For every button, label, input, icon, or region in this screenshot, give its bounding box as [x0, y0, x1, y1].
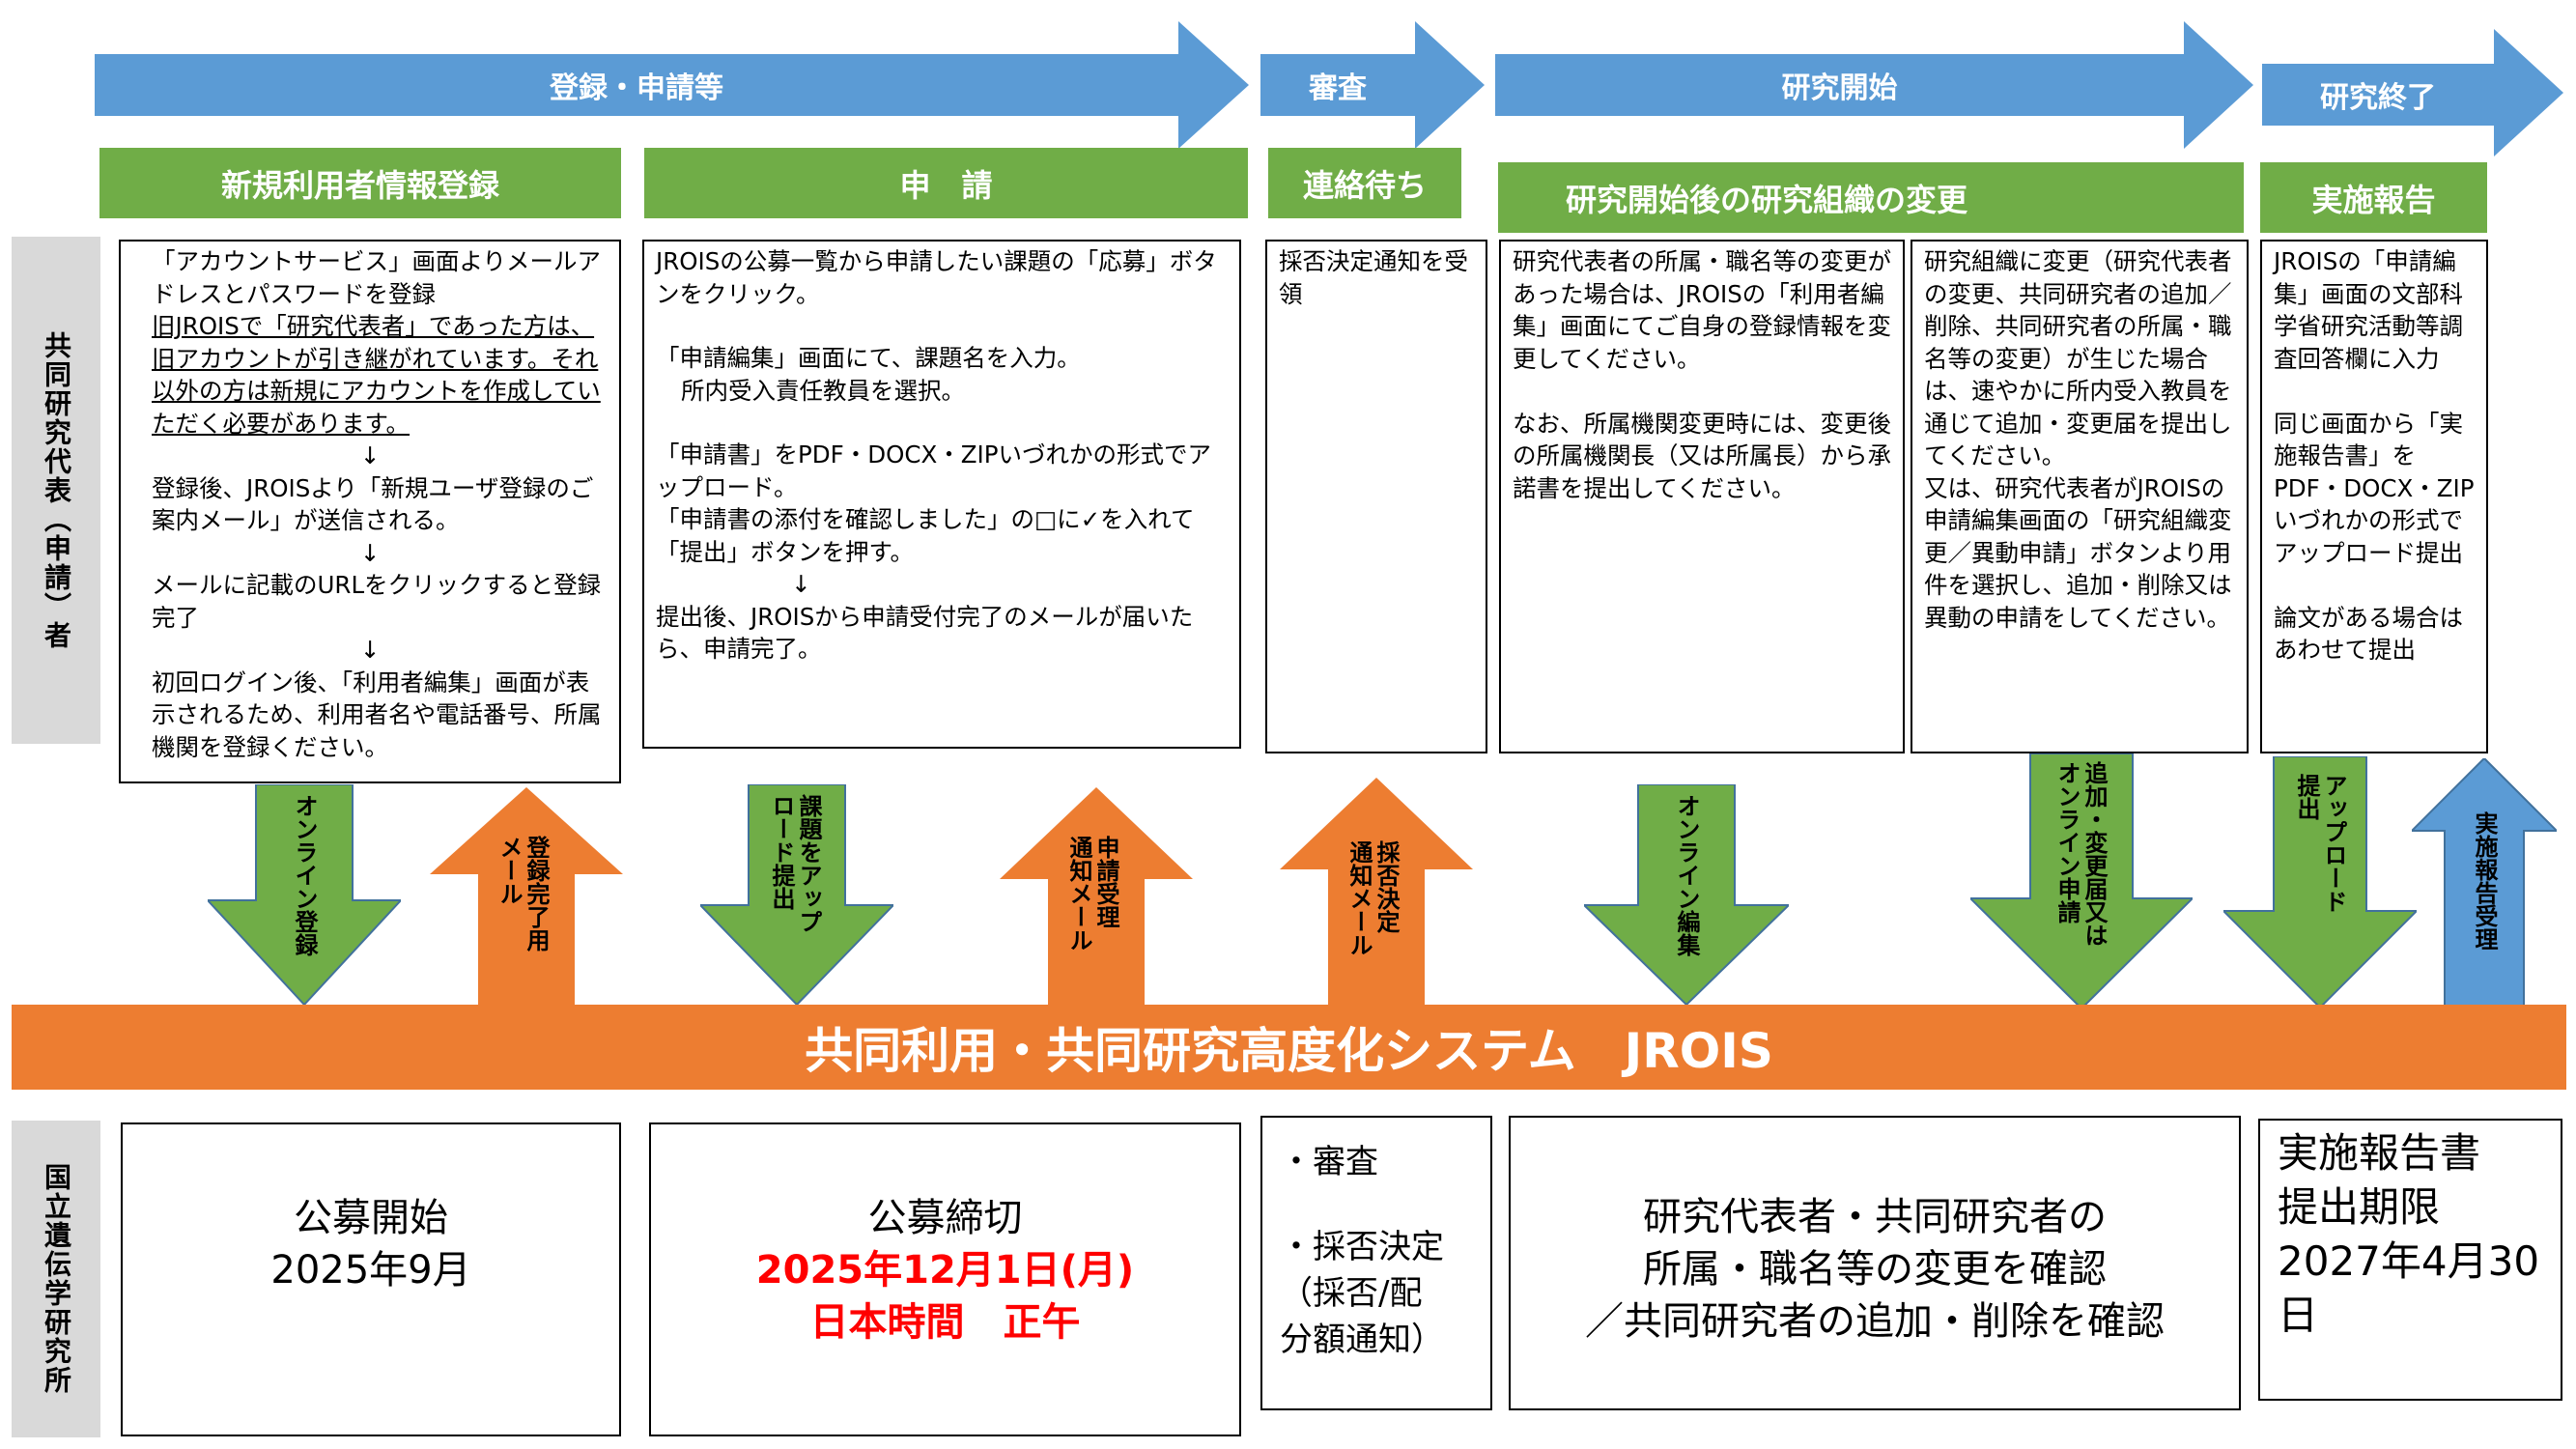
- registration-step-4: 初回ログイン後、「利用者編集」画面が表示されるため、利用者名や電話番号、所属機関…: [152, 668, 602, 761]
- org-change-confirm-box: 研究代表者・共同研究者の 所属・職名等の変更を確認 ／共同研究者の追加・削除を確…: [1509, 1116, 2241, 1410]
- review-box: ・審査 ・採否決定 （採否/配 分額通知）: [1260, 1116, 1492, 1410]
- down-arrow: ↓: [359, 636, 381, 664]
- flow-arrow-label: 登録完了用 メール: [495, 836, 550, 952]
- application-step-2: 「申請編集」画面にて、課題名を入力。: [656, 344, 1081, 372]
- call-deadline-label: 公募締切: [867, 1196, 1023, 1240]
- report-deadline-date: 2027年4月30: [2278, 1237, 2540, 1285]
- flow-arrow-upload-report: アップロード 提出: [2223, 756, 2417, 1008]
- application-step-6: 提出後、JROISから申請受付完了のメールが届いたら、申請完了。: [656, 602, 1194, 664]
- phase-label: 研究開始: [1781, 71, 1898, 105]
- confirm-line: 研究代表者・共同研究者の: [1643, 1195, 2107, 1239]
- application-step-5: 「申請書の添付を確認しました」の□に✓を入れて「提出」ボタンを押す。: [656, 505, 1195, 566]
- flow-arrow-decision-mail: 採否決定 通知メール: [1280, 778, 1473, 1009]
- flow-arrow-application-received-mail: 申請受理 通知メール: [1000, 787, 1193, 1009]
- header-org-change: 研究開始後の研究組織の変更: [1498, 162, 2244, 233]
- flow-arrow-label: 採否決定 通知メール: [1345, 840, 1400, 956]
- phase-label: 審査: [1309, 71, 1367, 105]
- call-start-box: 公募開始 2025年9月: [121, 1122, 621, 1436]
- call-deadline-date: 2025年12月1日(月): [755, 1248, 1135, 1293]
- call-deadline-time: 日本時間 正午: [809, 1300, 1081, 1345]
- header-application: 申 請: [644, 148, 1248, 218]
- flow-arrow-online-edit: オンライン編集: [1584, 784, 1789, 1005]
- report-deadline-label: 提出期限: [2278, 1183, 2441, 1231]
- confirm-line: 所属・職名等の変更を確認: [1643, 1247, 2107, 1292]
- org-change-representative-box: 研究代表者の所属・職名等の変更があった場合は、JROISの「利用者編集」画面にて…: [1499, 240, 1905, 753]
- flow-arrow-label: 実施報告受理: [2471, 811, 2498, 951]
- flow-arrow-online-registration: オンライン登録: [208, 784, 401, 1005]
- phase-label: 研究終了: [2320, 81, 2436, 115]
- phase-arrow-research-end: 研究終了: [2262, 29, 2563, 156]
- decision-item: ・採否決定: [1280, 1228, 1444, 1266]
- report-deadline-label: 実施報告書: [2278, 1129, 2481, 1177]
- header-new-user-registration: 新規利用者情報登録: [99, 148, 621, 218]
- org-change-members-box: 研究組織に変更（研究代表者の変更、共同研究者の追加／削除、共同研究者の所属・職名…: [1911, 240, 2249, 753]
- flow-arrow-label: 課題をアップ ロード提出: [768, 794, 822, 933]
- phase-arrow-research-start: 研究開始: [1495, 21, 2253, 149]
- call-deadline-box: 公募締切 2025年12月1日(月) 日本時間 正午: [649, 1122, 1241, 1436]
- side-label-institute: 国立遺伝学研究所: [12, 1121, 100, 1437]
- flow-arrow-change-request: 追加・変更届又は オンライン申請: [1970, 753, 2193, 1009]
- waiting-box: 採否決定通知を受領: [1265, 240, 1487, 753]
- registration-legacy-note: 旧JROISで「研究代表者」であった方は、旧アカウントが引き継がれています。それ…: [152, 312, 601, 438]
- flow-arrow-label: オンライン編集: [1673, 794, 1700, 956]
- phase-arrow-registration: 登録・申請等: [95, 21, 1249, 149]
- application-step-4: 「申請書」をPDF・DOCX・ZIPいづれかの形式でアップロード。: [656, 440, 1212, 501]
- application-step-1: JROISの公募一覧から申請したい課題の「応募」ボタンをクリック。: [656, 247, 1217, 308]
- implementation-report-box: JROISの「申請編集」画面の文部科学省研究活動等調査回答欄に入力 同じ画面から…: [2260, 240, 2488, 753]
- phase-arrow-review: 審査: [1260, 21, 1485, 149]
- application-step-3: 所内受入責任教員を選択。: [681, 376, 965, 405]
- decision-note: （採否/配: [1280, 1274, 1423, 1313]
- flow-arrow-label: 申請受理 通知メール: [1065, 836, 1119, 952]
- flow-arrow-label: 追加・変更届又は オンライン申請: [2053, 761, 2108, 947]
- registration-step-1: 「アカウントサービス」画面よりメールアドレスとパスワードを登録: [152, 247, 602, 308]
- down-arrow: ↓: [359, 441, 381, 469]
- call-start-label: 公募開始: [294, 1196, 448, 1240]
- flow-arrow-report-received: 実施報告受理: [2412, 758, 2557, 1009]
- down-arrow: ↓: [359, 538, 381, 567]
- flow-arrow-upload-proposal: 課題をアップ ロード提出: [700, 784, 893, 1005]
- confirm-line: ／共同研究者の追加・削除を確認: [1585, 1299, 2165, 1344]
- registration-step-3: メールに記載のURLをクリックすると登録完了: [152, 571, 602, 632]
- registration-steps-box: 「アカウントサービス」画面よりメールアドレスとパスワードを登録 旧JROISで「…: [119, 240, 621, 783]
- jrois-system-bar: 共同利用・共同研究高度化システム JROIS: [12, 1005, 2566, 1090]
- review-item: ・審査: [1280, 1143, 1378, 1181]
- decision-note: 分額通知）: [1280, 1321, 1444, 1359]
- phase-label: 登録・申請等: [550, 71, 723, 105]
- header-waiting: 連絡待ち: [1268, 148, 1461, 218]
- registration-step-2: 登録後、JROISより「新規ユーザ登録のご案内メール」が送信される。: [152, 473, 594, 535]
- flow-arrow-registration-mail: 登録完了用 メール: [430, 787, 623, 1009]
- application-steps-box: JROISの公募一覧から申請したい課題の「応募」ボタンをクリック。 「申請編集」…: [642, 240, 1241, 749]
- down-arrow: ↓: [791, 570, 811, 598]
- report-deadline-box: 実施報告書 提出期限 2027年4月30 日: [2258, 1119, 2562, 1401]
- header-implementation-report: 実施報告: [2260, 162, 2487, 233]
- call-start-date: 2025年9月: [270, 1248, 471, 1293]
- flow-arrow-label: アップロード 提出: [2293, 774, 2347, 913]
- report-deadline-date: 日: [2278, 1292, 2319, 1339]
- flow-arrow-label: オンライン登録: [291, 794, 318, 956]
- side-label-applicant: 共同研究代表（申請）者: [12, 237, 100, 744]
